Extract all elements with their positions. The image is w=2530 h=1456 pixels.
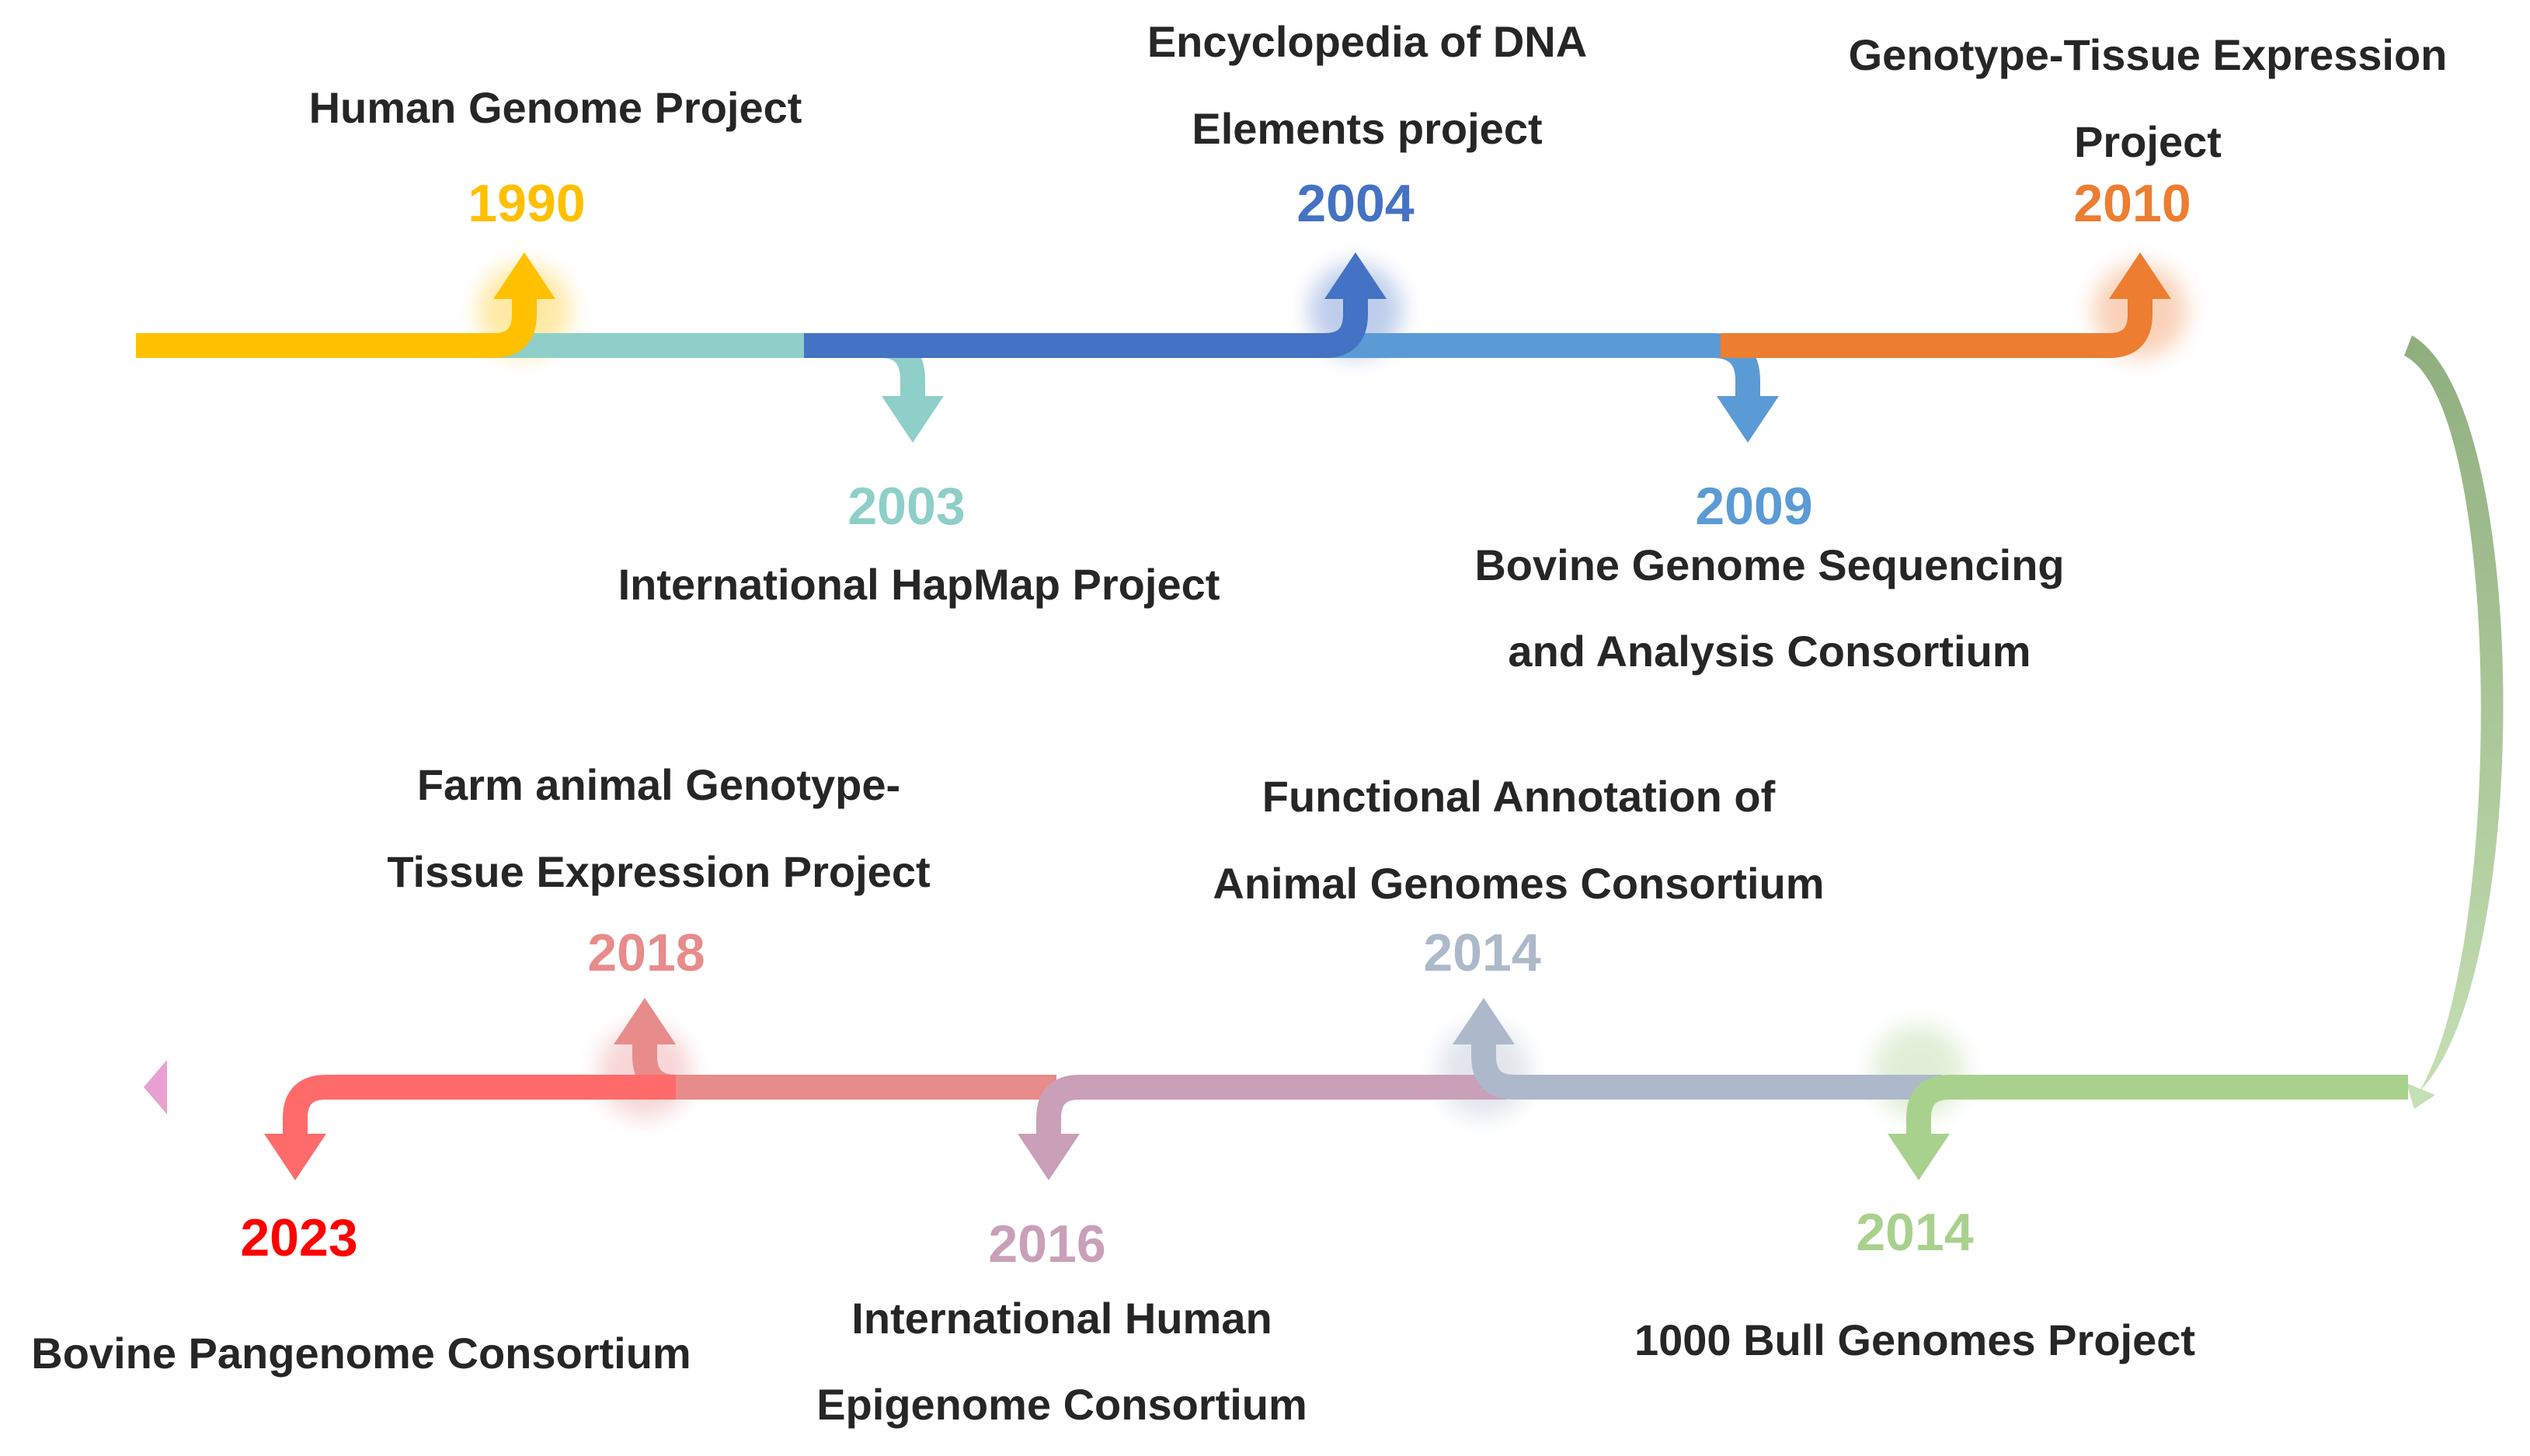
event-label-bull1000: 1000 Bull Genomes Project <box>1634 1315 2195 1364</box>
event-year-2009: 2009 <box>1695 477 1812 536</box>
arrow-glows <box>478 264 2187 1118</box>
event-label-gtex-line1: Genotype-Tissue Expression <box>1849 30 2448 79</box>
arrow-up-2010 <box>2109 252 2171 299</box>
event-label-hgp: Human Genome Project <box>309 83 802 132</box>
event-year-2018: 2018 <box>587 923 705 982</box>
ribbon-1990 <box>136 295 537 358</box>
ribbon-2016 <box>1036 1075 1507 1138</box>
event-year-2014-bull: 2014 <box>1856 1203 1973 1262</box>
arrow-down-2014-bull <box>1888 1134 1950 1180</box>
event-year-2023: 2023 <box>240 1208 357 1267</box>
ribbon-2014-bull <box>1906 1075 2408 1138</box>
arrow-up-2014-faang <box>1453 998 1515 1044</box>
event-label-ihec-line1: International Human <box>851 1294 1272 1343</box>
event-label-gtex-line2: Project <box>2074 117 2222 166</box>
arrow-up-2004 <box>1324 252 1387 299</box>
ribbon-2023 <box>283 1075 676 1138</box>
event-label-pangenome: Bovine Pangenome Consortium <box>31 1329 691 1378</box>
ribbon-2009 <box>1321 333 1760 400</box>
event-year-2010: 2010 <box>2073 174 2191 233</box>
event-label-bgsac-line2: and Analysis Consortium <box>1508 627 2031 676</box>
arrow-down-2016 <box>1018 1134 1080 1180</box>
event-year-2004: 2004 <box>1296 174 1414 233</box>
arrow-up-2018 <box>614 998 676 1044</box>
event-year-2003: 2003 <box>847 477 965 536</box>
ribbon-2010-head <box>1721 295 2152 358</box>
event-label-faang-line1: Functional Annotation of <box>1262 772 1776 821</box>
event-year-1990: 1990 <box>468 174 585 233</box>
arrow-up-1990 <box>493 252 555 299</box>
ribbon-2004 <box>804 295 1368 358</box>
timeline-top-row <box>136 252 2416 443</box>
event-year-2016: 2016 <box>988 1214 1105 1274</box>
event-label-farmgtex-line1: Farm animal Genotype- <box>417 760 900 809</box>
event-label-ihec-line2: Epigenome Consortium <box>816 1380 1307 1429</box>
event-label-farmgtex-line2: Tissue Expression Project <box>387 847 930 896</box>
ribbon-2014-faang <box>1471 1041 1942 1100</box>
event-label-encode-line1: Encyclopedia of DNA <box>1147 17 1587 66</box>
arrow-down-2023 <box>264 1134 326 1180</box>
timeline-return-curve <box>2404 335 2504 1109</box>
event-label-encode-line2: Elements project <box>1192 104 1542 153</box>
event-labels: Human Genome Project 1990 2003 Internati… <box>31 17 2447 1429</box>
ribbon-2018 <box>632 1041 1056 1100</box>
event-year-2014-faang: 2014 <box>1423 923 1540 982</box>
event-label-hapmap: International HapMap Project <box>618 560 1220 609</box>
event-label-bgsac-line1: Bovine Genome Sequencing <box>1474 540 2064 589</box>
arrow-down-2009 <box>1717 396 1779 443</box>
arrow-left-end <box>144 1060 167 1114</box>
event-label-faang-line2: Animal Genomes Consortium <box>1213 859 1824 908</box>
arrow-down-2003 <box>882 396 944 443</box>
timeline-bottom-row <box>144 998 2408 1180</box>
